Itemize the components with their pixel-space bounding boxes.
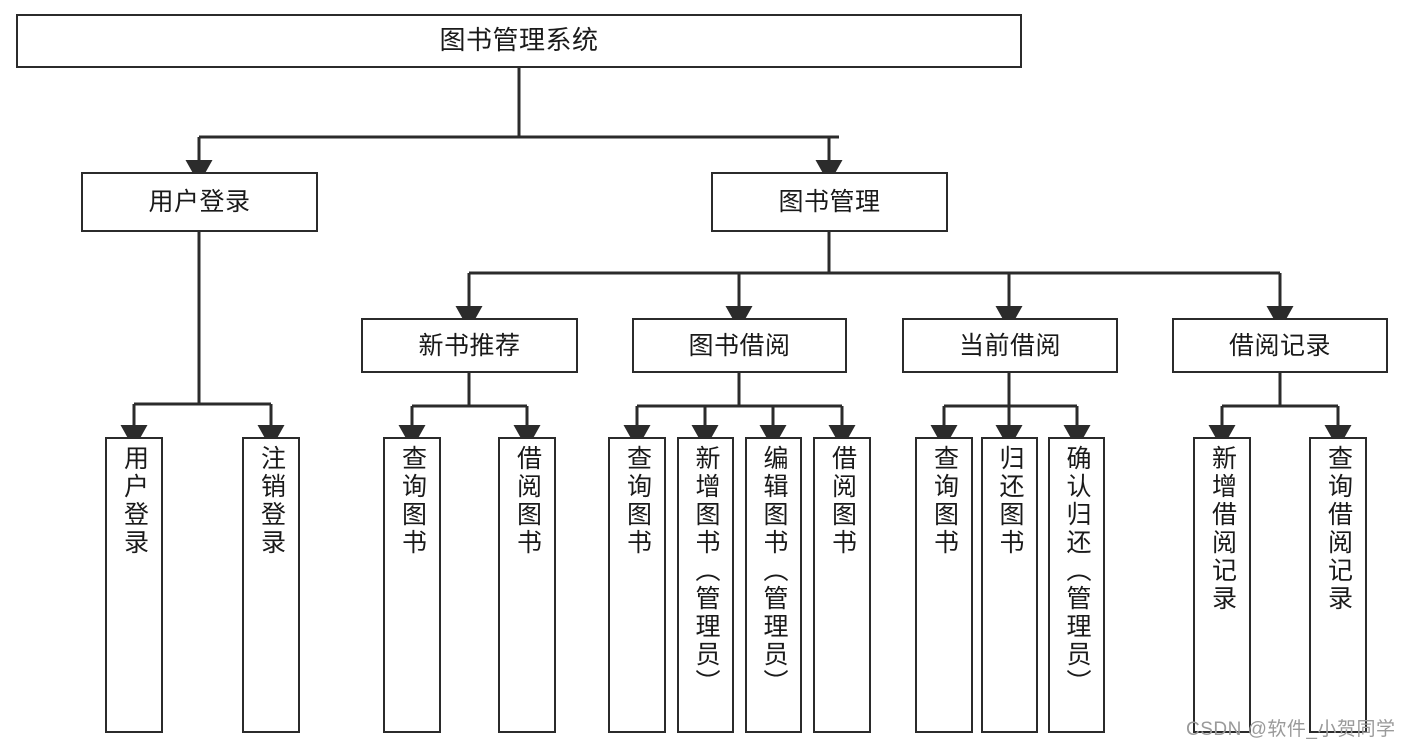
leaf-user-login-signout-label: 注销登录 — [257, 445, 286, 557]
node-borrow-records[interactable]: 借阅记录 — [1172, 318, 1388, 373]
node-book-borrow[interactable]: 图书借阅 — [632, 318, 847, 373]
node-new-book-recommend-label: 新书推荐 — [418, 331, 521, 360]
watermark-text: CSDN @软件_小贺同学 — [1186, 719, 1396, 740]
leaf-current-query-book-label: 查询图书 — [930, 445, 959, 557]
leaf-borrow-add-book-admin[interactable]: 新增图书（管理员） — [677, 437, 734, 733]
leaf-records-add-record-label: 新增借阅记录 — [1208, 445, 1237, 613]
node-root-system[interactable]: 图书管理系统 — [16, 14, 1022, 68]
node-book-borrow-label: 图书借阅 — [688, 331, 791, 360]
leaf-records-query-record-label: 查询借阅记录 — [1324, 445, 1353, 613]
node-current-borrow[interactable]: 当前借阅 — [902, 318, 1118, 373]
leaf-current-return-book-label: 归还图书 — [996, 445, 1024, 557]
leaf-new-book-borrow[interactable]: 借阅图书 — [498, 437, 556, 733]
leaf-new-book-borrow-label: 借阅图书 — [513, 445, 542, 557]
leaf-current-confirm-return-admin[interactable]: 确认归还（管理员） — [1048, 437, 1105, 733]
node-borrow-records-label: 借阅记录 — [1228, 331, 1331, 360]
leaf-user-login-signin-label: 用户登录 — [120, 445, 149, 557]
leaf-borrow-borrow-book-label: 借阅图书 — [828, 445, 857, 557]
leaf-current-query-book[interactable]: 查询图书 — [915, 437, 973, 733]
node-current-borrow-label: 当前借阅 — [958, 331, 1061, 360]
leaf-borrow-borrow-book[interactable]: 借阅图书 — [813, 437, 871, 733]
leaf-user-login-signin[interactable]: 用户登录 — [105, 437, 163, 733]
node-book-management[interactable]: 图书管理 — [711, 172, 948, 232]
node-book-management-label: 图书管理 — [778, 188, 881, 216]
leaf-user-login-signout[interactable]: 注销登录 — [242, 437, 300, 733]
leaf-new-book-query[interactable]: 查询图书 — [383, 437, 441, 733]
leaf-borrow-edit-book-admin[interactable]: 编辑图书（管理员） — [745, 437, 802, 733]
leaf-current-return-book[interactable]: 归还图书 — [981, 437, 1038, 733]
node-root-system-label: 图书管理系统 — [439, 25, 599, 56]
leaf-current-confirm-return-admin-label: 确认归还（管理员） — [1063, 445, 1091, 697]
leaf-records-add-record[interactable]: 新增借阅记录 — [1193, 437, 1251, 733]
leaf-borrow-query-book-label: 查询图书 — [623, 445, 652, 557]
leaf-borrow-add-book-admin-label: 新增图书（管理员） — [692, 445, 720, 697]
leaf-new-book-query-label: 查询图书 — [398, 445, 427, 557]
node-user-login[interactable]: 用户登录 — [81, 172, 318, 232]
leaf-borrow-query-book[interactable]: 查询图书 — [608, 437, 666, 733]
leaf-borrow-edit-book-admin-label: 编辑图书（管理员） — [760, 445, 788, 697]
leaf-records-query-record[interactable]: 查询借阅记录 — [1309, 437, 1367, 733]
node-new-book-recommend[interactable]: 新书推荐 — [361, 318, 578, 373]
node-user-login-label: 用户登录 — [148, 188, 251, 216]
